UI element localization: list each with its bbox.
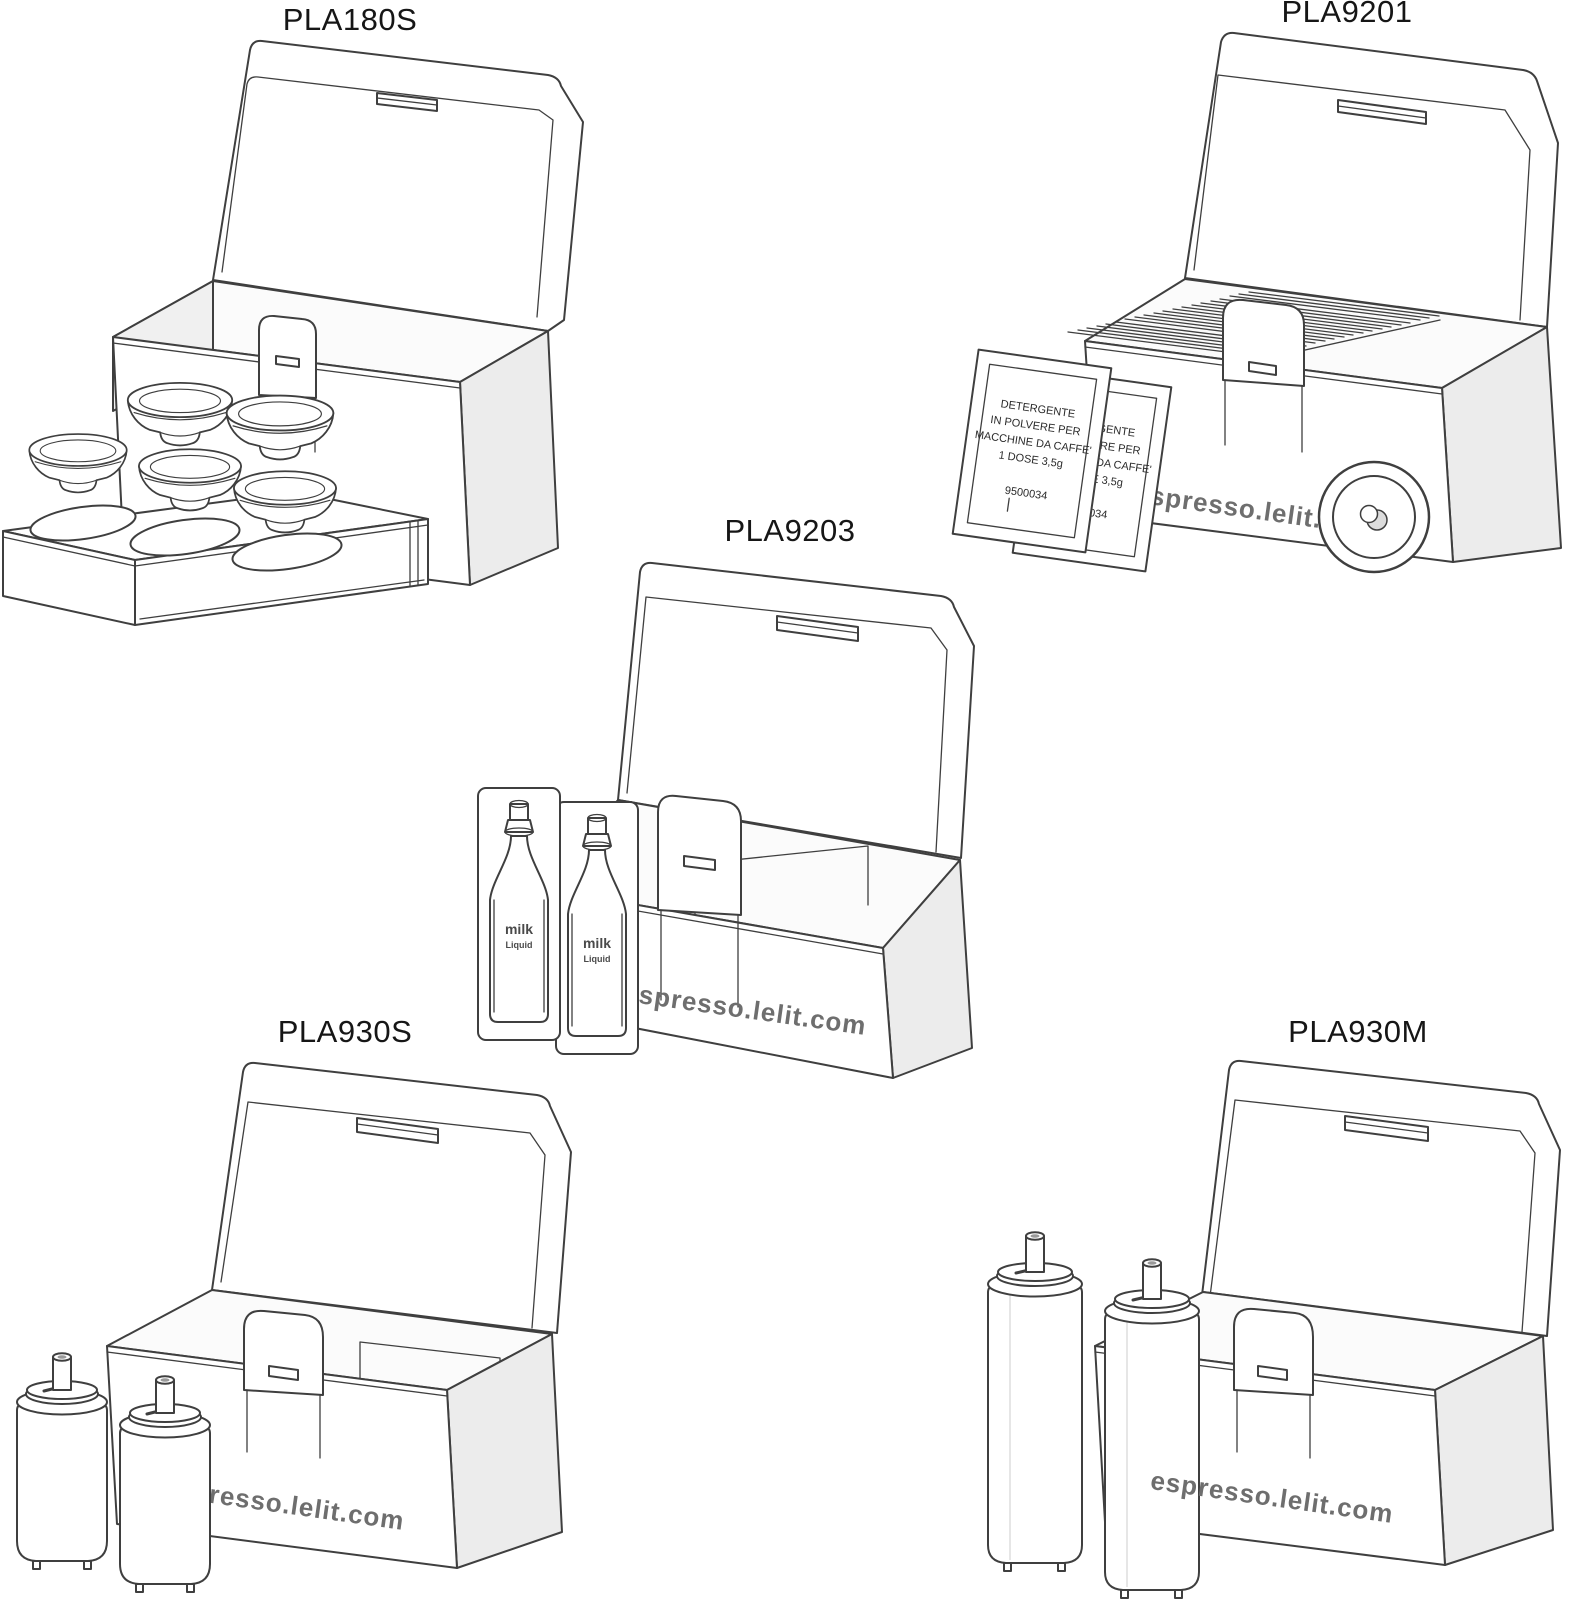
divider-tab	[1233, 1307, 1314, 1459]
divider-slot	[275, 355, 300, 368]
divider-tab	[657, 794, 742, 1008]
pla180s-illustration	[0, 35, 600, 660]
divider-tab	[1222, 298, 1305, 453]
box-lid	[211, 1061, 572, 1334]
divider-tab	[243, 1309, 324, 1459]
water-filter	[118, 1374, 212, 1594]
divider-slot	[268, 1365, 299, 1381]
pla930m-illustration: espresso.lelit.com	[940, 1050, 1574, 1600]
pla930s-illustration: espresso.lelit.com	[0, 1050, 660, 1600]
box-lid	[212, 39, 584, 332]
milk-bottle-cutout	[477, 787, 561, 1041]
cup-tray	[2, 491, 429, 626]
bowl	[28, 433, 128, 494]
detergent-sachet: DETERGENTE IN POLVERE PER MACCHINE DA CA…	[951, 348, 1113, 554]
pla9201-illustration: espresso.lelit.com DETERGENTE IN POLVERE…	[940, 30, 1574, 600]
product-label-pla180s: PLA180S	[282, 2, 418, 37]
box-lid	[617, 561, 975, 859]
lid-slot	[356, 1117, 439, 1144]
water-filter	[1103, 1257, 1201, 1600]
box-lid	[1196, 1059, 1561, 1338]
product-label-pla930s: PLA930S	[277, 1014, 413, 1049]
milk-bottle-cutout	[555, 801, 639, 1055]
product-label-pla930m: PLA930M	[1288, 1014, 1428, 1049]
backflush-disc	[1317, 460, 1431, 574]
svg-text:9500034: 9500034	[1004, 485, 1048, 503]
product-label-pla9201: PLA9201	[1281, 0, 1413, 29]
divider-slot	[683, 855, 716, 871]
divider-slot	[1248, 361, 1277, 376]
divider-slot	[1257, 1365, 1288, 1381]
pla9203-illustration: milk Liquid espresso.lelit.com	[455, 548, 1000, 1090]
lid-slot	[1344, 1115, 1429, 1142]
water-filter	[986, 1230, 1084, 1573]
box-lid	[1184, 31, 1559, 328]
water-filter	[15, 1351, 109, 1571]
product-label-pla9203: PLA9203	[724, 513, 856, 548]
tray-hole	[29, 504, 343, 572]
lid-slot	[776, 615, 859, 642]
